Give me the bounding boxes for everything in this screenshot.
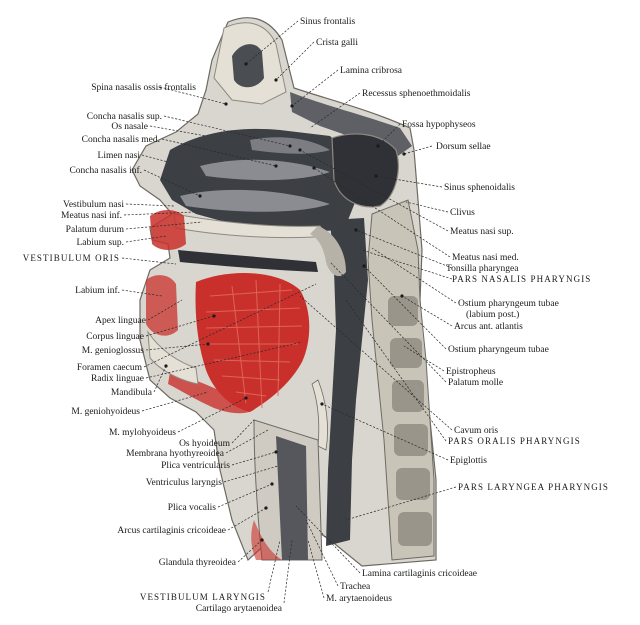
label-spina-nasalis-ossis-frontalis: Spina nasalis ossis frontalis	[91, 82, 196, 93]
label-meatus-nasi-sup: Meatus nasi sup.	[450, 227, 514, 237]
label-membrana-hyothyreoidea: Membrana hyothyreoidea	[126, 449, 225, 459]
label-concha-nasalis-sup: Concha nasalis sup.	[87, 112, 162, 122]
label-palatum-durum: Palatum durum	[66, 225, 125, 235]
label-tonsilla-pharyngea: Tonsilla pharyngea	[446, 264, 519, 274]
lower-lip	[146, 275, 178, 336]
labels-right: Sinus frontalis Crista galli Lamina crib…	[300, 16, 609, 604]
label-plica-ventricularis: Plica ventricularis	[161, 461, 230, 471]
epiglottis	[311, 379, 328, 451]
label-m-arytaenoideus: M. arytaenoideus	[326, 594, 392, 604]
frontal-sinus-cavity	[232, 44, 264, 88]
mandible	[147, 330, 199, 385]
thyroid-gland	[251, 520, 282, 560]
label-apex-linguae: Apex linguae	[95, 316, 146, 326]
label-radix-linguae: Radix linguae	[91, 374, 144, 384]
leader-lines	[121, 20, 457, 604]
labels-left: Spina nasalis ossis frontalis Concha nas…	[23, 82, 283, 614]
label-palatum-molle: Palatum molle	[448, 378, 503, 388]
label-sinus-frontalis: Sinus frontalis	[300, 16, 355, 27]
label-endpoint-marks	[164, 62, 406, 542]
anatomy-illustration	[131, 17, 437, 567]
label-fossa-hypophyseos: Fossa hypophyseos	[402, 120, 476, 130]
label-clivus: Clivus	[450, 208, 475, 218]
tongue-fibres	[205, 279, 303, 409]
label-dorsum-sellae: Dorsum sellae	[436, 142, 491, 152]
label-lamina-cartilaginis-cricoideae: Lamina cartilaginis cricoideae	[362, 569, 477, 579]
label-os-nasale: Os nasale	[111, 122, 148, 132]
concha-media	[200, 159, 330, 181]
label-cartilago-arytaenoidea: Cartilago arytaenoidea	[196, 604, 283, 614]
label-vestibulum-nasi: Vestibulum nasi	[63, 200, 124, 210]
label-glandula-thyreoidea: Glandula thyreoidea	[159, 558, 237, 568]
pharynx	[326, 218, 368, 546]
label-foramen-caecum: Foramen caecum	[77, 363, 143, 373]
label-ventriculus-laryngis: Ventriculus laryngis	[146, 478, 223, 488]
label-arcus-ant-atlantis: Arcus ant. atlantis	[454, 322, 523, 332]
label-epiglottis: Epiglottis	[450, 456, 487, 466]
label-labium-post: (labium post.)	[466, 309, 519, 320]
label-crista-galli: Crista galli	[316, 38, 358, 48]
label-m-genioglossus: M. genioglossus	[82, 346, 145, 356]
label-limen-nasi: Limen nasi	[98, 151, 141, 161]
label-concha-nasalis-inf: Concha nasalis inf.	[69, 165, 142, 176]
label-pars-oralis-pharyngis: PARS ORALIS PHARYNGIS	[448, 436, 581, 446]
label-vestibulum-laryngis: VESTIBULUM LARYNGIS	[140, 592, 266, 602]
sphenoid-sinus	[331, 133, 399, 208]
concha-inferior	[180, 189, 330, 212]
label-labium-sup: Labium sup.	[77, 238, 125, 248]
label-ostium-pharyngeum-tubae-post: Ostium pharyngeum tubae	[458, 299, 559, 309]
label-meatus-nasi-med: Meatus nasi med.	[452, 253, 519, 263]
label-labium-inf: Labium inf.	[75, 285, 120, 296]
label-trachea: Trachea	[340, 582, 371, 592]
laryngeal-lumen	[276, 436, 308, 560]
label-sinus-sphenoidalis: Sinus sphenoidalis	[444, 183, 515, 193]
label-ostium-pharyngeum-tubae: Ostium pharyngeum tubae	[448, 345, 549, 355]
label-meatus-nasi-inf: Meatus nasi inf.	[61, 210, 122, 221]
soft-palate	[310, 226, 346, 277]
upper-lip	[150, 210, 186, 250]
label-recessus-sphenoethmoidalis: Recessus sphenoethmoidalis	[362, 89, 471, 99]
label-arcus-cartilaginis-cricoideae: Arcus cartilaginis cricoideae	[117, 526, 226, 536]
vertebral-bodies	[388, 296, 432, 546]
label-pars-laryngea-pharyngis: PARS LARYNGEA PHARYNGIS	[458, 482, 609, 492]
label-os-hyoideum: Os hyoideum	[179, 439, 231, 449]
label-m-mylohyoideus: M. mylohyoideus	[109, 428, 176, 438]
label-lamina-cribrosa: Lamina cribrosa	[340, 66, 403, 76]
label-plica-vocalis: Plica vocalis	[168, 503, 217, 513]
label-corpus-linguae: Corpus linguae	[86, 332, 144, 342]
oral-cavity	[178, 250, 318, 272]
label-m-geniohyoideus: M. geniohyoideus	[71, 407, 140, 417]
label-epistropheus: Epistropheus	[446, 367, 496, 377]
label-mandibula: Mandibula	[111, 388, 153, 398]
label-pars-nasalis-pharyngis: PARS NASALIS PHARYNGIS	[452, 274, 591, 284]
tongue-muscle	[195, 272, 310, 412]
label-cavum-oris: Cavum oris	[454, 426, 498, 436]
label-vestibulum-oris: VESTIBULUM ORIS	[23, 253, 120, 263]
label-concha-nasalis-med: Concha nasalis med.	[82, 135, 160, 145]
